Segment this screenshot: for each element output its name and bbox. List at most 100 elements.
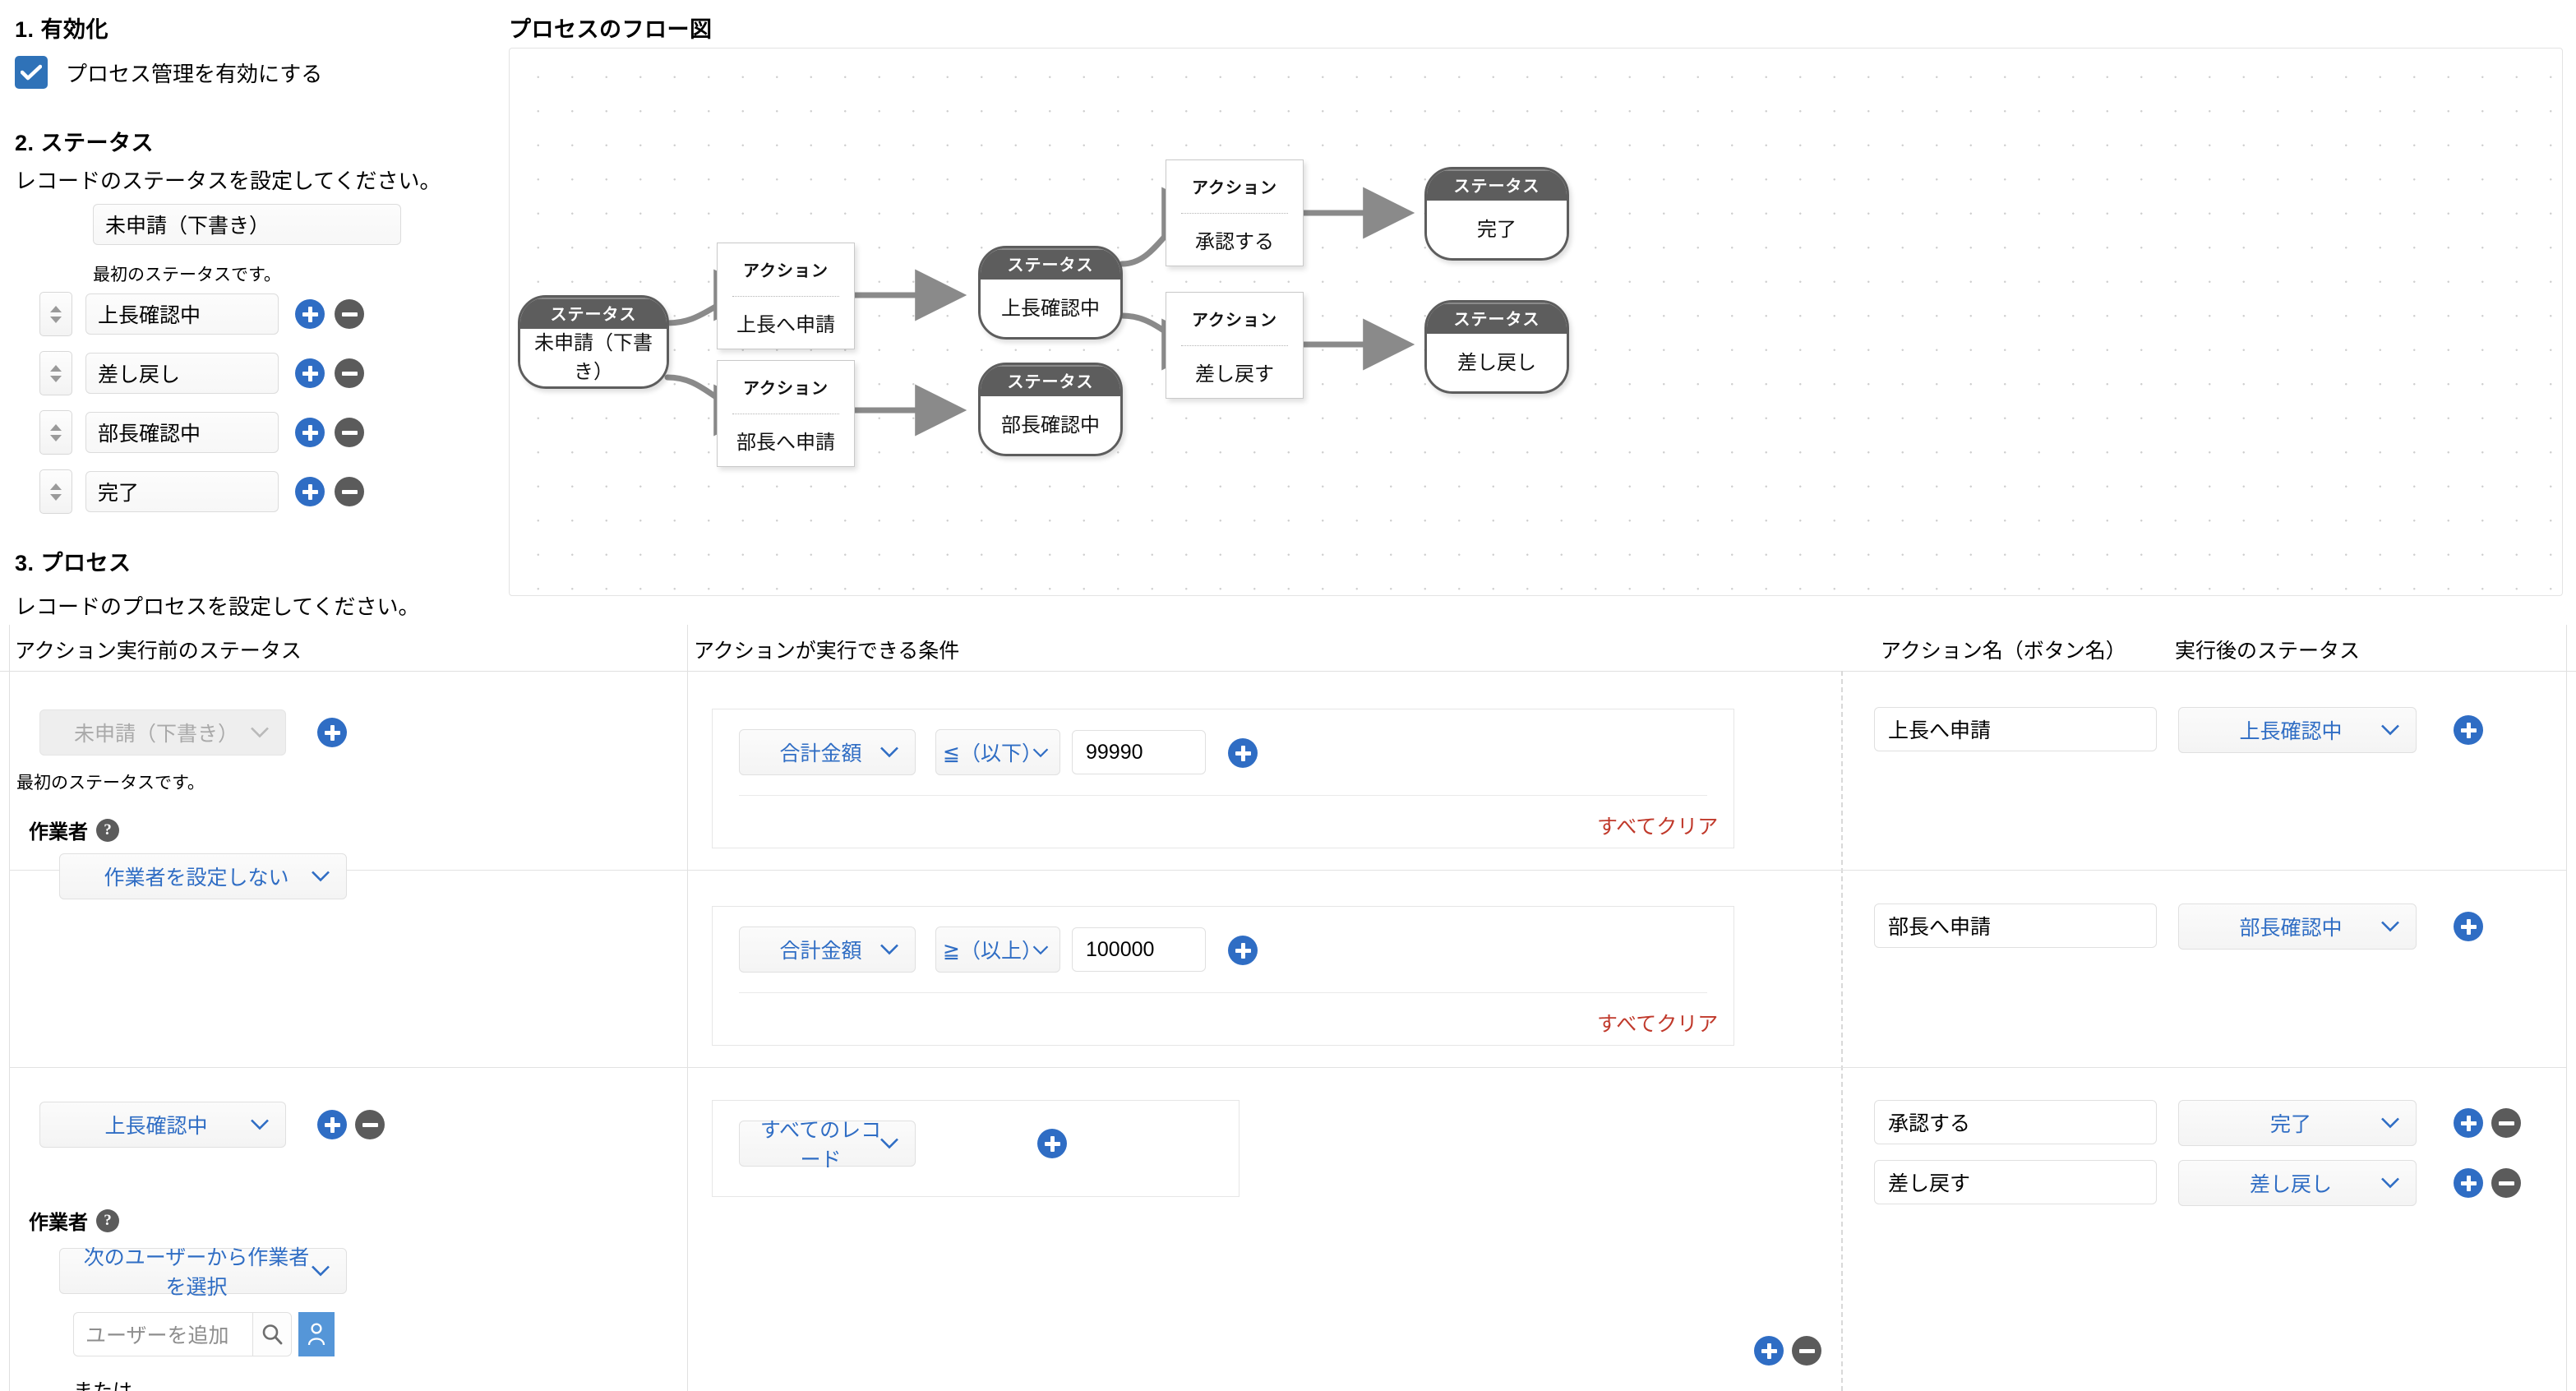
chevron-down-icon: [2380, 719, 2401, 742]
flow-node-label: 未申請（下書き）: [520, 329, 667, 383]
action-name-input-row2b[interactable]: 差し戻す: [1874, 1160, 2157, 1204]
add-action-button-row2a[interactable]: [2454, 1108, 2483, 1138]
before-status-select-row1[interactable]: 未申請（下書き）: [39, 709, 286, 756]
condition-operator-select[interactable]: ≦（以下）: [935, 729, 1060, 775]
remove-before-status-button-row2[interactable]: [355, 1110, 385, 1139]
remove-action-button-row2a[interactable]: [2491, 1108, 2521, 1138]
remove-status-button[interactable]: [335, 358, 364, 388]
section-1-title: 1. 有効化: [15, 17, 109, 42]
remove-action-button-row2b[interactable]: [2491, 1168, 2521, 1198]
add-action-row-button-row1a[interactable]: [1754, 1336, 1784, 1366]
user-search-row2: ユーザーを追加: [73, 1312, 335, 1356]
flow-node-action-apply-dept[interactable]: アクション 部長へ申請: [717, 360, 855, 467]
search-button[interactable]: [252, 1312, 292, 1356]
search-icon: [262, 1324, 283, 1345]
before-status-select-row2[interactable]: 上長確認中: [39, 1102, 286, 1148]
condition-card-divider: [739, 992, 1707, 993]
reorder-spinner[interactable]: [39, 410, 72, 455]
flow-node-label: 上長確認中: [981, 280, 1120, 332]
add-before-status-button-row1[interactable]: [317, 718, 347, 747]
check-icon: [21, 64, 42, 81]
flow-node-label: 差し戻し: [1427, 334, 1567, 386]
condition-card-divider: [739, 795, 1707, 796]
user-search-input[interactable]: ユーザーを追加: [73, 1312, 252, 1356]
add-action-button-row1a[interactable]: [2454, 715, 2483, 745]
help-icon[interactable]: ?: [96, 1208, 119, 1232]
add-status-button[interactable]: [295, 477, 325, 506]
worker-select-row1[interactable]: 作業者を設定しない: [59, 853, 347, 899]
flow-node-action-apply-boss[interactable]: アクション 上長へ申請: [717, 243, 855, 349]
select-user-button[interactable]: [298, 1312, 335, 1356]
after-status-select-row2a[interactable]: 完了: [2178, 1100, 2417, 1146]
status-row: 完了: [39, 469, 364, 514]
flow-node-status-dept-check[interactable]: ステータス 部長確認中: [978, 363, 1123, 456]
remove-status-button[interactable]: [335, 477, 364, 506]
enable-process-management-row[interactable]: プロセス管理を有効にする: [15, 56, 322, 89]
flow-node-status-done[interactable]: ステータス 完了: [1424, 167, 1569, 261]
clear-all-link[interactable]: すべてクリア: [1597, 1013, 1719, 1036]
column-header-after-status: 実行後のステータス: [2175, 640, 2361, 663]
clear-all-link[interactable]: すべてクリア: [1597, 816, 1719, 839]
enable-process-checkbox[interactable]: [15, 56, 48, 89]
add-status-button[interactable]: [295, 299, 325, 329]
flow-node-status-returned[interactable]: ステータス 差し戻し: [1424, 300, 1569, 394]
flow-node-divider: [1181, 344, 1288, 346]
condition-value-input[interactable]: 99990: [1072, 730, 1206, 774]
section-3-title: 3. プロセス: [15, 551, 132, 575]
remove-status-button[interactable]: [335, 299, 364, 329]
first-status-input[interactable]: 未申請（下書き）: [93, 204, 401, 245]
chevron-down-icon: [249, 721, 270, 745]
after-status-select-row1b[interactable]: 部長確認中: [2178, 903, 2417, 950]
flow-node-type-label: アクション: [743, 380, 829, 399]
worker-label-row2: 作業者 ?: [29, 1206, 119, 1235]
add-action-button-row2b[interactable]: [2454, 1168, 2483, 1198]
flow-node-label: 部長確認中: [981, 396, 1120, 449]
flow-node-action-approve[interactable]: アクション 承認する: [1166, 159, 1304, 266]
chevron-down-icon: [1032, 938, 1050, 962]
status-name-input[interactable]: 上長確認中: [85, 293, 279, 335]
status-name-input[interactable]: 完了: [85, 471, 279, 512]
section-2-title: 2. ステータス: [15, 131, 155, 155]
add-condition-button[interactable]: [1037, 1129, 1067, 1158]
chevron-down-icon: [879, 741, 900, 765]
after-status-select-row1a[interactable]: 上長確認中: [2178, 707, 2417, 753]
condition-field-select[interactable]: 合計金額: [739, 927, 916, 973]
remove-status-button[interactable]: [335, 418, 364, 447]
flow-node-status-draft[interactable]: ステータス 未申請（下書き）: [518, 295, 669, 389]
help-icon[interactable]: ?: [96, 818, 119, 842]
add-condition-button[interactable]: [1228, 738, 1258, 768]
add-before-status-button-row2[interactable]: [317, 1110, 347, 1139]
reorder-spinner[interactable]: [39, 469, 72, 514]
add-action-button-row1b[interactable]: [2454, 912, 2483, 941]
condition-value-input[interactable]: 100000: [1072, 927, 1206, 972]
condition-field-select[interactable]: すべてのレコード: [739, 1119, 916, 1171]
after-status-select-row2b[interactable]: 差し戻し: [2178, 1160, 2417, 1206]
reorder-spinner[interactable]: [39, 292, 72, 336]
flow-node-label: 差し戻す: [1195, 363, 1274, 386]
condition-operator-select[interactable]: ≧（以上）: [935, 927, 1060, 973]
flow-node-label: 部長へ申請: [736, 431, 835, 454]
condition-field-select[interactable]: 合計金額: [739, 729, 916, 775]
flow-node-action-reject[interactable]: アクション 差し戻す: [1166, 292, 1304, 399]
add-status-button[interactable]: [295, 418, 325, 447]
condition-card-row2: すべてのレコード: [712, 1100, 1240, 1197]
remove-action-row-button-row1a[interactable]: [1792, 1336, 1821, 1366]
flow-node-type-label: ステータス: [520, 298, 667, 329]
flow-node-status-boss-check[interactable]: ステータス 上長確認中: [978, 246, 1123, 340]
or-text-row2: または: [73, 1375, 132, 1391]
reorder-spinner[interactable]: [39, 351, 72, 395]
worker-label-row1: 作業者 ?: [29, 816, 119, 844]
flow-diagram-title: プロセスのフロー図: [509, 17, 713, 42]
status-name-input[interactable]: 差し戻し: [85, 353, 279, 394]
action-name-input-row1b[interactable]: 部長へ申請: [1874, 903, 2157, 948]
column-header-action-name: アクション名（ボタン名）: [1881, 640, 2126, 663]
action-name-input-row1a[interactable]: 上長へ申請: [1874, 707, 2157, 751]
worker-select-row2[interactable]: 次のユーザーから作業者を選択: [59, 1246, 347, 1299]
action-name-input-row2a[interactable]: 承認する: [1874, 1100, 2157, 1144]
add-condition-button[interactable]: [1228, 936, 1258, 965]
add-status-button[interactable]: [295, 358, 325, 388]
condition-card-row1-b: 合計金額 ≧（以上） 100000 すべてクリア: [712, 906, 1734, 1046]
status-name-input[interactable]: 部長確認中: [85, 412, 279, 453]
process-table: アクション実行前のステータス アクションが実行できる条件 アクション名（ボタン名…: [0, 625, 2576, 1391]
status-row: 部長確認中: [39, 410, 364, 455]
